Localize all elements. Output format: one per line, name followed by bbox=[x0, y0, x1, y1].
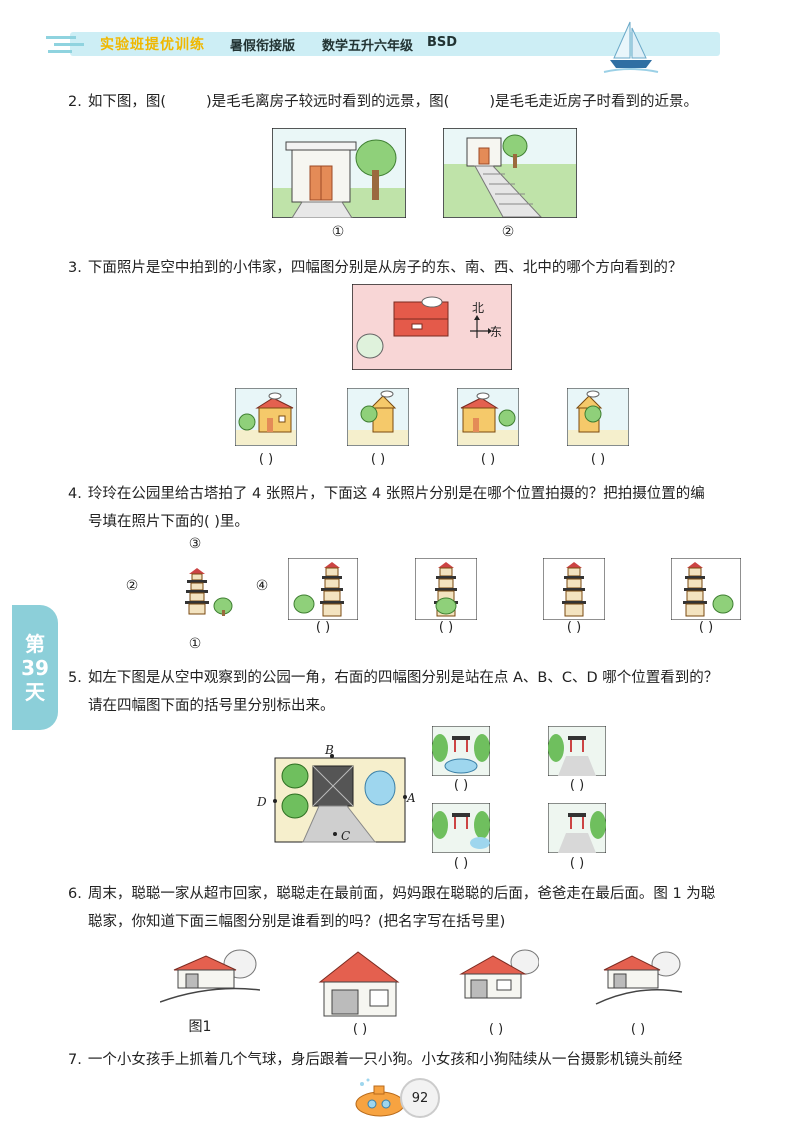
answer-blank[interactable]: ( ) bbox=[315, 620, 331, 635]
side-tab-day-number: 39 bbox=[21, 655, 49, 680]
question-number: 6. bbox=[68, 886, 82, 902]
pagoda-photo-1 bbox=[288, 558, 358, 620]
q3-text: 下面照片是空中拍到的小伟家，四幅图分别是从房子的东、南、西、北中的哪个方向看到的… bbox=[87, 260, 683, 276]
header-bar bbox=[70, 32, 720, 56]
question-number: 2. bbox=[68, 94, 82, 110]
answer-blank[interactable]: ( ) bbox=[258, 452, 274, 467]
answer-blank[interactable]: ( ) bbox=[370, 452, 386, 467]
decorative-lines-icon bbox=[46, 36, 84, 53]
image-label-1: ① bbox=[331, 224, 345, 240]
page-header: 实验班提优训练 暑假衔接版 数学五升六年级 BSD bbox=[0, 0, 800, 78]
house-view-1 bbox=[235, 388, 297, 446]
question-4-text: 4. 玲玲在公园里给古塔拍了 4 张照片，下面这 4 张照片分别是在哪个位置拍摄的… bbox=[68, 480, 788, 536]
park-view-3 bbox=[432, 803, 490, 853]
house-figure-1 bbox=[160, 949, 260, 1003]
position-2-label: ② bbox=[125, 578, 139, 594]
publisher-label: BSD bbox=[427, 35, 458, 50]
brand-title: 实验班提优训练 bbox=[100, 37, 205, 53]
question-number: 4. bbox=[68, 486, 82, 502]
answer-blank[interactable]: ( ) bbox=[453, 856, 469, 871]
question-number: 5. bbox=[68, 670, 82, 686]
question-number: 3. bbox=[68, 260, 82, 276]
position-4-label: ④ bbox=[255, 578, 269, 594]
answer-blank[interactable]: ( ) bbox=[569, 778, 585, 793]
question-5-text: 5. 如左下图是从空中观察到的公园一角，右面的四幅图分别是站在点 A、B、C、D … bbox=[68, 664, 788, 720]
answer-blank[interactable]: ( ) bbox=[438, 620, 454, 635]
edition-label: 暑假衔接版 bbox=[230, 39, 296, 54]
q6-text-line2: 聪家，你知道下面三幅图分别是谁看到的吗？(把名字写在括号里) bbox=[88, 914, 506, 930]
answer-blank[interactable]: ( ) bbox=[569, 856, 585, 871]
q4-text-line1: 玲玲在公园里给古塔拍了 4 张照片，下面这 4 张照片分别是在哪个位置拍摄的？把… bbox=[87, 486, 705, 502]
answer-blank[interactable]: ( ) bbox=[566, 620, 582, 635]
sailboat-icon bbox=[603, 21, 659, 73]
answer-blank[interactable]: ( ) bbox=[698, 620, 714, 635]
point-A-label: A bbox=[406, 791, 416, 805]
answer-blank[interactable]: ( ) bbox=[488, 1022, 504, 1037]
side-tab-char-1: 第 bbox=[25, 631, 45, 656]
q4-text-line2: 号填在照片下面的( )里。 bbox=[88, 514, 249, 530]
answer-blank[interactable]: ( ) bbox=[630, 1022, 646, 1037]
point-D-label: D bbox=[256, 795, 267, 809]
park-view-2 bbox=[548, 726, 606, 776]
compass-east-label: 东 bbox=[490, 325, 502, 339]
far-view-house-image bbox=[272, 128, 406, 218]
house-view-3 bbox=[457, 388, 519, 446]
question-3-text: 3. 下面照片是空中拍到的小伟家，四幅图分别是从房子的东、南、西、北中的哪个方向看… bbox=[68, 254, 788, 282]
house-view-4 bbox=[567, 388, 629, 446]
page-number: 92 bbox=[400, 1078, 440, 1118]
park-view-4 bbox=[548, 803, 606, 853]
subject-label: 数学五升六年级 bbox=[322, 39, 414, 54]
aerial-house-photo: 北 东 bbox=[352, 284, 512, 370]
answer-blank[interactable]: ( ) bbox=[590, 452, 606, 467]
q7-text: 一个小女孩手上抓着几个气球，身后跟着一只小狗。小女孩和小狗陆续从一台摄影机镜头前… bbox=[87, 1052, 683, 1068]
house-view-far bbox=[595, 951, 683, 1005]
park-view-1 bbox=[432, 726, 490, 776]
position-3-label: ③ bbox=[188, 536, 202, 552]
q5-text-line1: 如左下图是从空中观察到的公园一角，右面的四幅图分别是站在点 A、B、C、D 哪个… bbox=[87, 670, 719, 686]
submarine-icon bbox=[355, 1078, 405, 1117]
answer-blank[interactable]: ( ) bbox=[352, 1022, 368, 1037]
house-view-2 bbox=[347, 388, 409, 446]
question-7-text: 7. 一个小女孩手上抓着几个气球，身后跟着一只小狗。小女孩和小狗陆续从一台摄影机镜… bbox=[68, 1046, 788, 1074]
answer-blank[interactable]: ( ) bbox=[480, 452, 496, 467]
pagoda-photo-4 bbox=[671, 558, 741, 620]
answer-blank[interactable]: ( ) bbox=[453, 778, 469, 793]
house-view-close bbox=[318, 951, 400, 1017]
house-view-medium bbox=[459, 949, 539, 999]
near-view-house-image bbox=[443, 128, 577, 218]
pagoda-photo-2 bbox=[415, 558, 477, 620]
side-tab-char-3: 天 bbox=[25, 679, 45, 704]
pagoda-photo-3 bbox=[543, 558, 605, 620]
park-aerial-map: B A D C bbox=[256, 743, 416, 843]
compass-north-label: 北 bbox=[472, 301, 484, 315]
q2-text-part1: 如下图，图( bbox=[87, 94, 167, 110]
q2-text-part2: )是毛毛离房子较远时看到的远景，图( bbox=[206, 94, 450, 110]
question-6-text: 6. 周末，聪聪一家从超市回家，聪聪走在最前面，妈妈跟在聪聪的后面，爸爸走在最后面… bbox=[68, 880, 788, 936]
pagoda-map-icon bbox=[185, 568, 233, 616]
figure-1-label: 图1 bbox=[188, 1019, 212, 1035]
question-2-text: 2. 如下图，图( )是毛毛离房子较远时看到的远景，图( )是毛毛走近房子时看到的近景… bbox=[68, 88, 788, 116]
q2-text-part3: )是毛毛走近房子时看到的近景。 bbox=[489, 94, 698, 110]
point-B-label: B bbox=[324, 743, 334, 757]
position-1-label: ① bbox=[188, 636, 202, 652]
point-C-label: C bbox=[341, 829, 350, 843]
q6-text-line1: 周末，聪聪一家从超市回家，聪聪走在最前面，妈妈跟在聪聪的后面，爸爸走在最后面。图… bbox=[87, 886, 716, 902]
image-label-2: ② bbox=[501, 224, 515, 240]
day-side-tab: 第 39 天 bbox=[12, 605, 58, 730]
q5-text-line2: 请在四幅图下面的括号里分别标出来。 bbox=[88, 698, 335, 714]
question-number: 7. bbox=[68, 1052, 82, 1068]
